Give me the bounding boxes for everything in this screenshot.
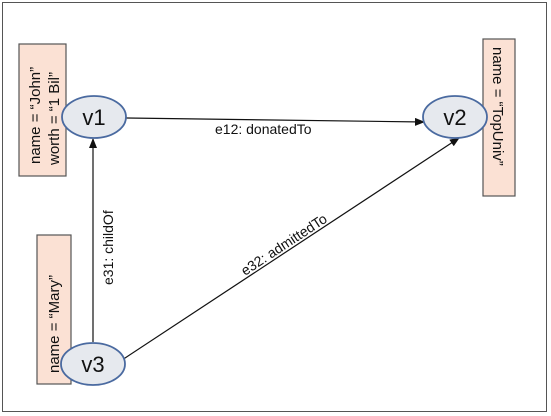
node-v2 bbox=[422, 95, 488, 139]
v1-property-box bbox=[18, 43, 67, 177]
edge-label-e32: e32: admittedTo bbox=[238, 210, 330, 278]
v2-property-box bbox=[482, 38, 516, 197]
edge-e32 bbox=[121, 137, 460, 361]
node-v1 bbox=[61, 95, 127, 139]
node-v2-label: v2 bbox=[443, 105, 466, 130]
edge-label-e12: e12: donatedTo bbox=[215, 121, 312, 137]
node-v3-label: v3 bbox=[81, 352, 104, 377]
node-v1-label: v1 bbox=[82, 105, 105, 130]
diagram-frame bbox=[2, 2, 547, 412]
v1-property-name: name = “John” bbox=[27, 67, 44, 164]
edge-e12 bbox=[125, 117, 425, 126]
edge-label-e31: e31: childOf bbox=[100, 210, 116, 285]
node-v3 bbox=[60, 342, 126, 386]
v3-property-name: name = “Mary” bbox=[46, 275, 63, 373]
v1-property-worth: worth = “1 Bil” bbox=[46, 72, 63, 166]
v2-property-name: name = “TopUniv” bbox=[489, 47, 506, 166]
